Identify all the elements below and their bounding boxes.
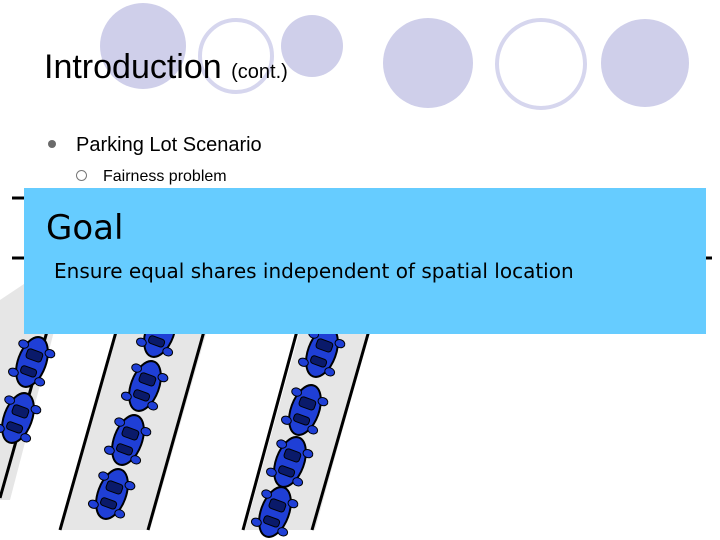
lane-line: [58, 299, 127, 531]
sub-bullet-item: Fairness problem: [76, 168, 227, 186]
bullet-dot-icon: [48, 139, 56, 148]
sub-bullet-ring-icon: [76, 170, 87, 182]
title-suffix: (cont.): [231, 61, 288, 83]
circle-decoration: [281, 15, 343, 77]
goal-heading: Goal: [46, 208, 124, 248]
slide-title: Introduction (cont.): [44, 48, 288, 87]
circle-decoration: [601, 19, 689, 107]
circle-decoration: [383, 18, 473, 108]
goal-text: Ensure equal shares independent of spati…: [54, 259, 574, 283]
decorative-circles: [100, 3, 689, 110]
lane-line: [146, 309, 212, 531]
bullet-text: Parking Lot Scenario: [76, 134, 262, 156]
circle-decoration: [495, 18, 587, 110]
car-icon: [0, 386, 46, 450]
title-main: Introduction: [44, 48, 222, 86]
goal-callout: Goal Ensure equal shares independent of …: [24, 188, 706, 334]
lane-line: [310, 319, 374, 531]
circle-decoration: [198, 18, 274, 94]
sub-bullet-text: Fairness problem: [103, 168, 227, 185]
circle-decoration: [100, 3, 186, 89]
bullet-item: Parking Lot Scenario: [48, 134, 262, 157]
lane-line: [241, 319, 302, 531]
